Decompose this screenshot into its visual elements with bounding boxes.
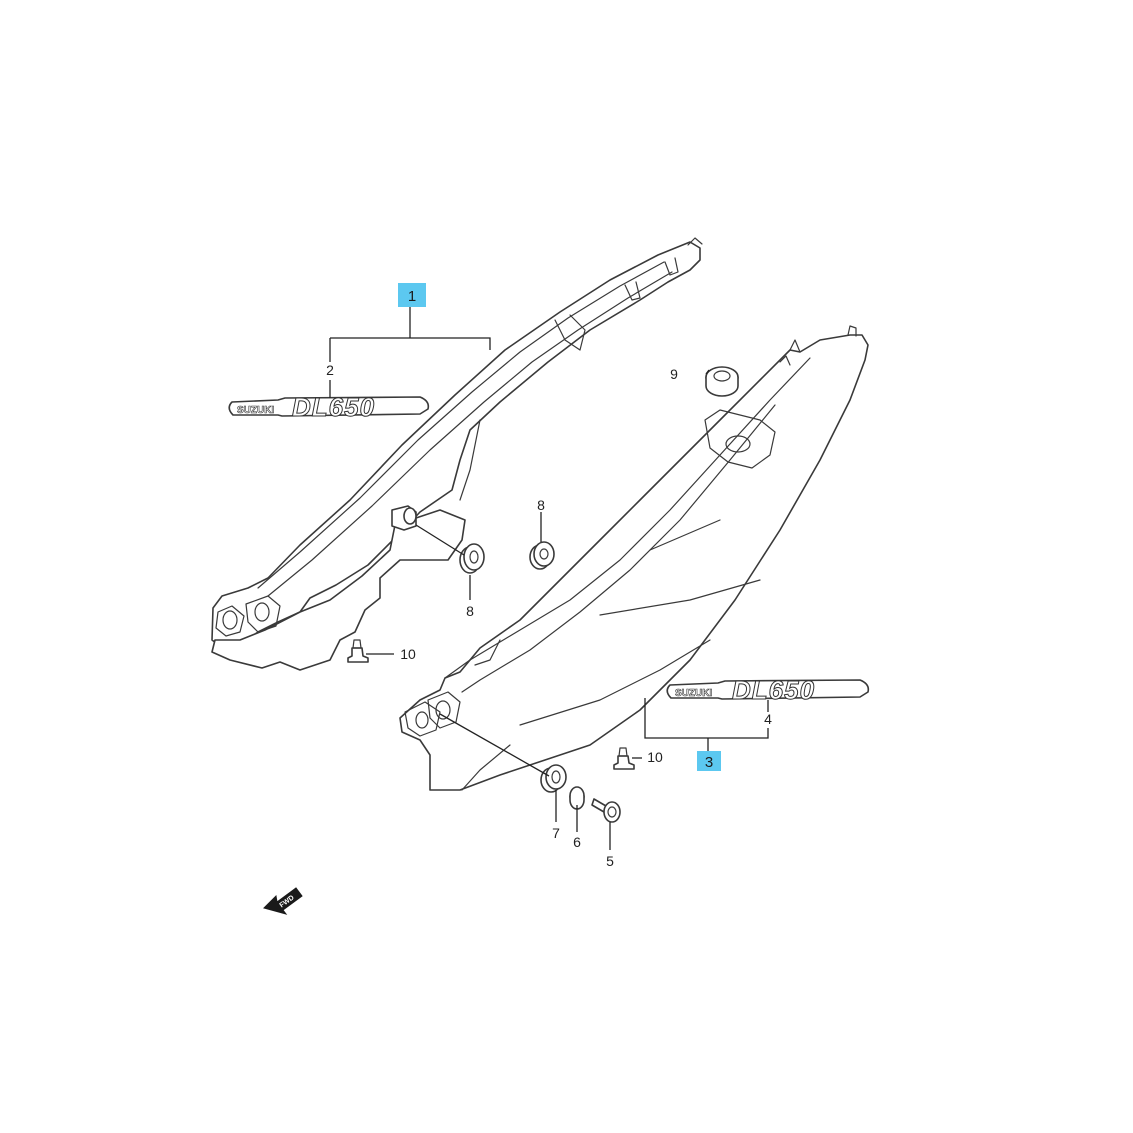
emblem-2: SUZUKI DL650 xyxy=(228,392,430,423)
grommet-7 xyxy=(540,764,567,793)
callout-6[interactable]: 6 xyxy=(573,834,581,850)
grommet-8-center xyxy=(529,541,555,570)
callout-7[interactable]: 7 xyxy=(552,825,560,841)
emblem-4-model: DL650 xyxy=(732,675,815,705)
grommet-8-left xyxy=(459,543,485,574)
callout-8-left[interactable]: 8 xyxy=(466,603,474,619)
left-frame-cover xyxy=(211,237,703,671)
callout-10-right[interactable]: 10 xyxy=(647,749,663,765)
emblem-2-model: DL650 xyxy=(292,392,375,422)
emblem-2-brand: SUZUKI xyxy=(237,405,274,416)
callout-9[interactable]: 9 xyxy=(670,366,678,382)
grommet-9 xyxy=(705,366,739,397)
callout-5[interactable]: 5 xyxy=(606,853,614,869)
callout-1[interactable]: 1 xyxy=(398,283,426,307)
callout-2[interactable]: 2 xyxy=(326,362,334,378)
callout-10-left[interactable]: 10 xyxy=(400,646,416,662)
clip-10-left xyxy=(347,639,369,663)
leader-lines xyxy=(329,305,769,850)
callout-8-center[interactable]: 8 xyxy=(537,497,545,513)
forward-arrow-icon: FWD xyxy=(263,887,303,915)
right-frame-cover xyxy=(399,325,869,791)
clip-10-right xyxy=(613,747,635,770)
callout-1-label: 1 xyxy=(408,288,416,305)
callout-4[interactable]: 4 xyxy=(764,711,772,727)
callout-3-label: 3 xyxy=(705,754,713,771)
callout-3[interactable]: 3 xyxy=(697,751,721,771)
emblem-4: SUZUKI DL650 xyxy=(666,675,870,706)
emblem-4-brand: SUZUKI xyxy=(675,688,712,699)
bolt-5 xyxy=(591,798,621,823)
